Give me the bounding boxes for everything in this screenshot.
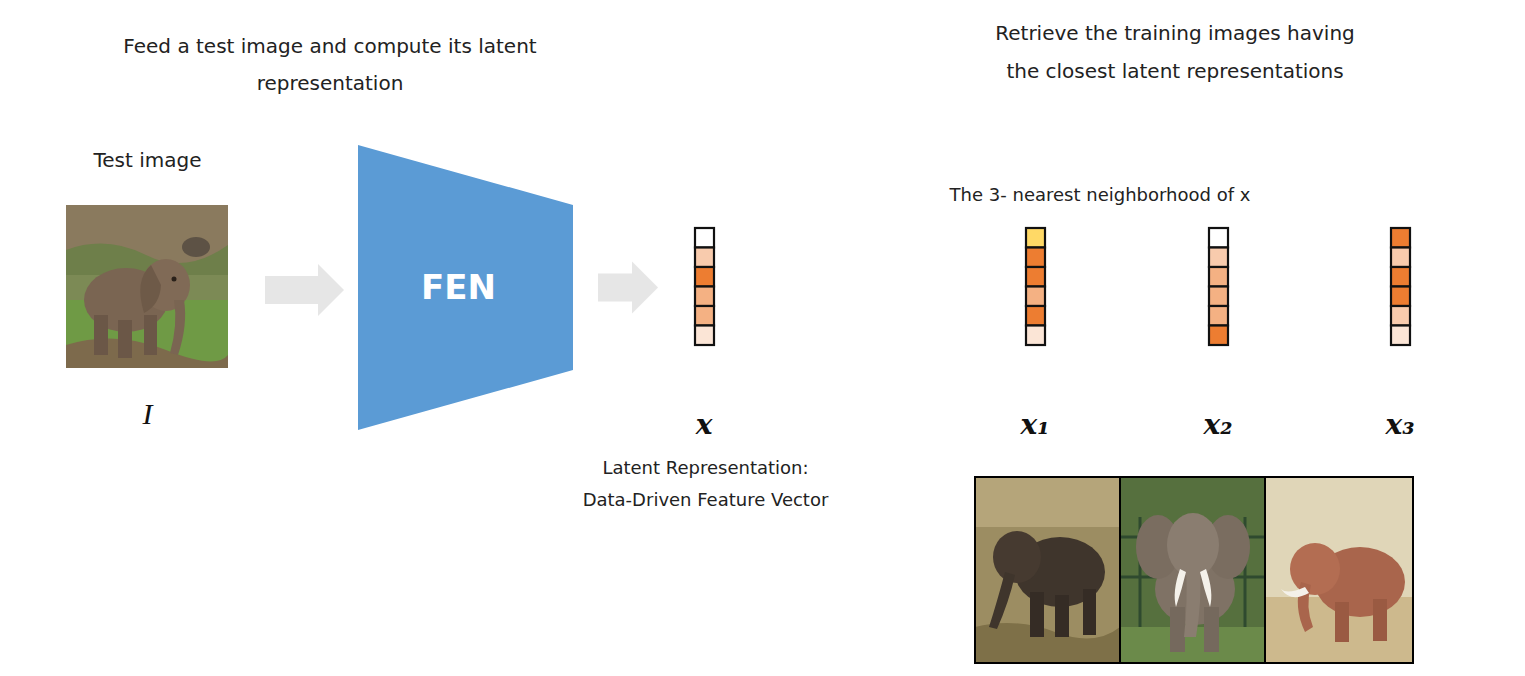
- vector-caption: Latent Representation: Data-Driven Featu…: [578, 452, 833, 516]
- vector-cells: [1024, 226, 1047, 347]
- network-name: FEN: [421, 267, 510, 308]
- vector-cell: [1026, 228, 1045, 248]
- training-photo: [975, 477, 1120, 663]
- elephant-trunk: [989, 572, 1015, 629]
- elephant-trunk: [170, 300, 185, 355]
- vector-cell: [695, 228, 714, 248]
- vector-cell: [1026, 248, 1045, 268]
- neighbor-vector: x₃: [1368, 226, 1432, 442]
- elephant-head: [993, 531, 1041, 583]
- training-photo: [1265, 477, 1413, 663]
- vector-cell: [1391, 267, 1410, 287]
- neighbor-vector: x₁: [1003, 226, 1067, 442]
- trapezoid-outline: [358, 145, 573, 430]
- elephant-tusks: [1281, 587, 1309, 597]
- vector-symbol: x₂: [1204, 408, 1233, 442]
- photo-ground: [1120, 477, 1265, 663]
- vector-cell: [695, 248, 714, 268]
- elephant-legs: [94, 315, 157, 358]
- photo-strip-border: [975, 477, 1413, 663]
- vector-symbol: x₁: [1021, 408, 1050, 442]
- feature-vector: x: [672, 226, 736, 442]
- vector-cell: [1391, 306, 1410, 326]
- vector-cell: [1391, 228, 1410, 248]
- image-caption: Test image: [93, 148, 201, 172]
- vector-cell: [695, 287, 714, 307]
- flow-arrow: [265, 264, 344, 316]
- step-heading: Feed a test image and compute its latent…: [70, 28, 590, 102]
- vector-cell: [1026, 326, 1045, 346]
- photo-background: [1265, 477, 1413, 663]
- vector-cell: [1209, 326, 1228, 346]
- vector-cell: [695, 306, 714, 326]
- vector-cell: [1391, 326, 1410, 346]
- vector-cell: [1391, 287, 1410, 307]
- network-shape: [358, 145, 573, 430]
- vector-cells: [693, 226, 716, 347]
- vector-cell: [1026, 306, 1045, 326]
- test-photo: [66, 205, 228, 368]
- elephant-legs: [1030, 589, 1096, 637]
- elephant-trunk: [1184, 567, 1201, 637]
- photo-background: [975, 477, 1120, 527]
- vector-cell: [1209, 267, 1228, 287]
- step-heading: Retrieve the training images having the …: [990, 14, 1360, 90]
- vector-cell: [1391, 248, 1410, 268]
- input-image-node: Test imageI: [55, 148, 240, 432]
- photo-far-elephant: [182, 237, 210, 257]
- vector-cell: [1209, 306, 1228, 326]
- vector-cell: [1209, 248, 1228, 268]
- vector-cell: [695, 267, 714, 287]
- vector-cell: [695, 326, 714, 346]
- elephant-head: [1290, 543, 1340, 595]
- elephant-eye: [172, 277, 177, 282]
- vector-cell: [1026, 267, 1045, 287]
- encoder-network: FEN: [358, 145, 573, 430]
- photo-grass: [975, 623, 1120, 663]
- neighbor-vector: x₂: [1186, 226, 1250, 442]
- elephant-tusks: [1175, 569, 1212, 607]
- photo-divider: [1120, 477, 1265, 663]
- vector-cells: [1389, 226, 1412, 347]
- vector-cell: [1209, 228, 1228, 248]
- photo-ground: [66, 205, 228, 368]
- photo-ground: [975, 477, 1120, 663]
- training-photo: [1120, 477, 1265, 663]
- vector-symbol: x: [696, 408, 713, 442]
- elephant-legs: [1335, 599, 1387, 642]
- elephant-ear: [140, 265, 161, 313]
- vector-cell: [1026, 287, 1045, 307]
- vector-cell: [1209, 287, 1228, 307]
- flow-arrow: [598, 262, 658, 314]
- neighborhood-label: The 3- nearest neighborhood of x: [930, 182, 1270, 208]
- vector-symbol: x₃: [1386, 408, 1415, 442]
- symbol-label: I: [143, 396, 153, 432]
- vector-cells: [1207, 226, 1230, 347]
